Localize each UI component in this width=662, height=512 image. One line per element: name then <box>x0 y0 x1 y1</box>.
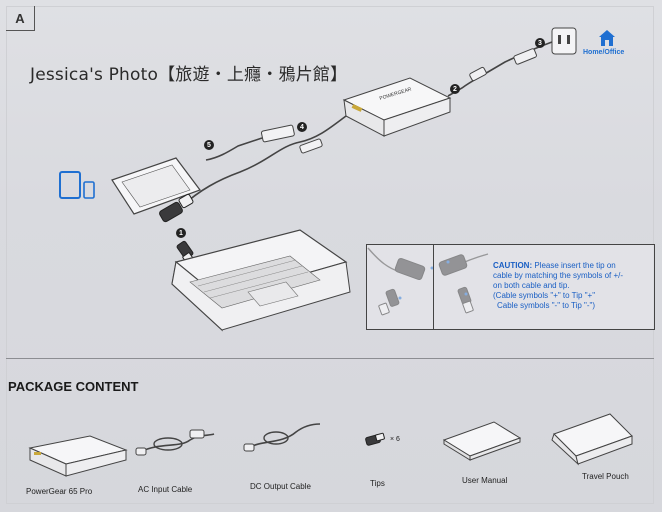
ac-cable <box>447 41 553 97</box>
smartphone-illustration <box>111 157 201 215</box>
right-angle-plug-illustration <box>159 193 194 223</box>
package-item-label: User Manual <box>462 476 508 485</box>
caution-heading: CAUTION: <box>493 261 533 270</box>
laptop-illustration <box>171 229 351 332</box>
usb-plug <box>260 124 295 143</box>
step-badge-5: 5 <box>204 140 214 150</box>
tablet-phone-icon <box>59 171 95 199</box>
package-item-label: PowerGear 65 Pro <box>26 487 93 496</box>
package-content-title: PACKAGE CONTENT <box>8 379 139 394</box>
package-item-label: Travel Pouch <box>582 472 629 481</box>
caution-line-3: on both cable and tip. <box>493 281 570 290</box>
dc-cable <box>181 115 347 207</box>
wall-outlet-icon <box>551 27 577 55</box>
package-ac-cable-illustration <box>135 429 215 456</box>
home-icon <box>599 30 615 46</box>
step-badge-3: 3 <box>535 38 545 48</box>
package-adapter-illustration <box>28 435 128 477</box>
tips-count: × 6 <box>390 436 400 443</box>
watermark-text: Jessica's Photo【旅遊・上癮・鴉片館】 <box>30 65 348 85</box>
caution-line-1: Please insert the tip on <box>534 261 616 270</box>
section-divider <box>6 358 654 359</box>
step-badge-4: 4 <box>297 122 307 132</box>
usb-cable <box>205 137 263 161</box>
home-office-label: Home/Office <box>583 49 625 56</box>
caution-line-5: Cable symbols "-" to Tip "-") <box>497 301 596 310</box>
package-tips-illustration <box>365 432 385 446</box>
step-badge-1: 1 <box>176 228 186 238</box>
caution-text: CAUTION: Please insert the tip on cable … <box>493 261 653 311</box>
dc-connector <box>299 138 323 154</box>
package-item-label: AC Input Cable <box>138 485 193 494</box>
caution-divider <box>433 245 434 329</box>
section-letter: A <box>6 6 35 31</box>
ac-connector <box>469 66 487 82</box>
caution-box: CAUTION: Please insert the tip on cable … <box>366 244 655 330</box>
caution-line-4: (Cable symbols "+" to Tip "+" <box>493 291 596 300</box>
package-pouch-illustration <box>551 413 633 466</box>
package-dc-cable-illustration <box>243 423 321 452</box>
power-adapter-illustration <box>342 77 452 137</box>
step-badge-2: 2 <box>450 84 460 94</box>
ac-plug <box>513 48 537 65</box>
package-item-label: Tips <box>370 479 385 488</box>
caution-line-2: cable by matching the symbols of +/- <box>493 271 624 280</box>
package-item-label: DC Output Cable <box>250 482 311 491</box>
package-manual-illustration <box>442 421 522 461</box>
